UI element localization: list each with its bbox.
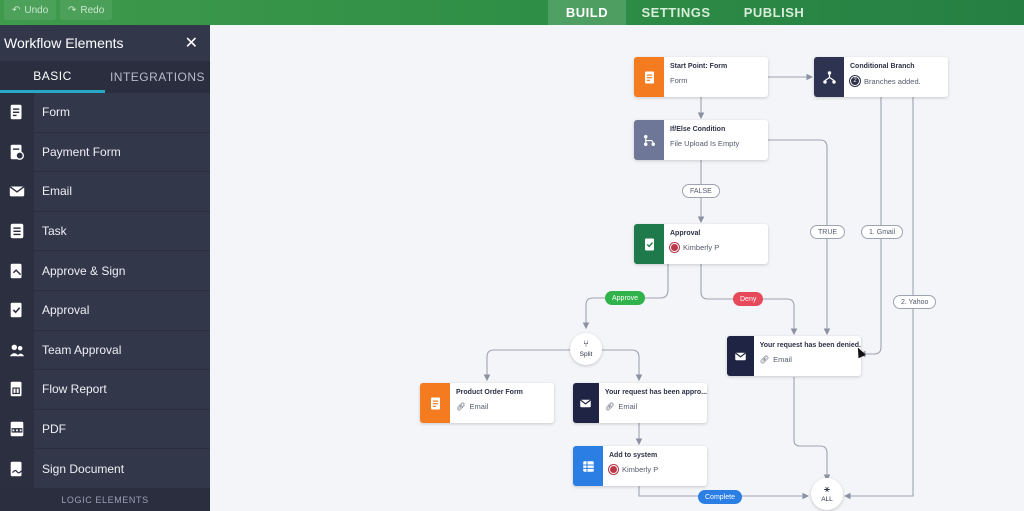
top-bar: ↶ Undo ↷ Redo BUILD SETTINGS PUBLISH xyxy=(0,0,1024,25)
redo-button[interactable]: ↷ Redo xyxy=(60,0,113,20)
workflow-elements-panel: Workflow Elements ✕ BASIC INTEGRATIONS F… xyxy=(0,25,210,511)
node-start-point-form[interactable]: Start Point: Form Form xyxy=(634,57,768,97)
node-approval[interactable]: Approval Kimberly P xyxy=(634,224,768,264)
panel-tabs: BASIC INTEGRATIONS xyxy=(0,61,210,93)
task-icon xyxy=(0,211,34,251)
flow-report-icon xyxy=(0,369,34,409)
tab-publish[interactable]: PUBLISH xyxy=(743,5,805,20)
sidebar-item-approve-sign[interactable]: Approve & Sign xyxy=(0,251,210,291)
form-icon xyxy=(0,92,34,132)
approval-icon xyxy=(0,290,34,330)
node-add-to-system[interactable]: Add to system Kimberly P xyxy=(573,446,707,486)
avatar xyxy=(670,243,679,252)
sidebar-item-approval[interactable]: Approval xyxy=(0,290,210,331)
element-list: Form Payment Form Email Task Approve & S… xyxy=(0,92,210,489)
label-complete[interactable]: Complete xyxy=(698,490,742,504)
avatar xyxy=(609,465,618,474)
email-icon xyxy=(573,383,599,423)
sidebar-item-email[interactable]: Email xyxy=(0,171,210,212)
redo-icon: ↷ xyxy=(68,4,77,16)
table-icon xyxy=(573,446,603,486)
condition-icon xyxy=(634,120,664,160)
node-all[interactable]: ⚹ ALL xyxy=(811,478,843,510)
approval-icon xyxy=(634,224,664,264)
link-icon: 🔗︎ xyxy=(604,402,615,411)
sign-document-icon xyxy=(0,449,34,489)
sidebar-item-pdf[interactable]: PDF xyxy=(0,409,210,450)
label-yahoo[interactable]: 2. Yahoo xyxy=(893,295,937,309)
form-icon xyxy=(420,383,450,423)
panel-title: Workflow Elements xyxy=(4,35,124,51)
merge-icon: ⚹ xyxy=(824,484,830,495)
tab-build[interactable]: BUILD xyxy=(548,0,626,25)
logic-elements-header: LOGIC ELEMENTS xyxy=(0,489,210,511)
label-gmail[interactable]: 1. Gmail xyxy=(861,225,904,239)
undo-button[interactable]: ↶ Undo xyxy=(4,0,57,20)
pdf-icon xyxy=(0,409,34,449)
undo-icon: ↶ xyxy=(12,4,21,16)
team-approval-icon xyxy=(0,330,34,370)
split-icon: ⑂ xyxy=(583,339,589,350)
sidebar-item-flow-report[interactable]: Flow Report xyxy=(0,369,210,410)
payment-form-icon xyxy=(0,132,34,172)
form-icon xyxy=(634,57,664,97)
email-icon xyxy=(0,171,34,211)
node-request-approved[interactable]: Your request has been appro... 🔗︎Email xyxy=(573,383,707,423)
link-icon: 🔗︎ xyxy=(456,402,466,411)
tab-basic[interactable]: BASIC xyxy=(0,61,105,93)
workflow-canvas[interactable] xyxy=(210,25,1024,511)
node-product-order-form[interactable]: Product Order Form 🔗︎Email xyxy=(420,383,554,423)
approve-sign-icon xyxy=(0,251,34,291)
branch-count-badge: 2 xyxy=(850,76,860,86)
label-approve[interactable]: Approve xyxy=(605,291,646,305)
sidebar-item-team-approval[interactable]: Team Approval xyxy=(0,330,210,371)
branch-icon xyxy=(814,57,844,97)
label-true[interactable]: TRUE xyxy=(810,225,846,239)
main-tabs: BUILD SETTINGS PUBLISH xyxy=(548,0,822,25)
label-false[interactable]: FALSE xyxy=(682,184,720,198)
label-deny[interactable]: Deny xyxy=(733,292,764,306)
tab-integrations[interactable]: INTEGRATIONS xyxy=(109,70,206,84)
sidebar-item-payment-form[interactable]: Payment Form xyxy=(0,132,210,173)
tab-settings[interactable]: SETTINGS xyxy=(641,5,711,20)
email-icon xyxy=(727,336,754,376)
node-if-else-condition[interactable]: If/Else Condition File Upload Is Empty xyxy=(634,120,768,160)
sidebar-item-task[interactable]: Task xyxy=(0,211,210,252)
node-split[interactable]: ⑂ Split xyxy=(570,333,602,365)
node-request-denied[interactable]: Your request has been denied. 🔗︎Email xyxy=(727,336,861,376)
sidebar-item-form[interactable]: Form xyxy=(0,92,210,133)
link-icon: 🔗︎ xyxy=(759,355,770,364)
sidebar-item-sign-document[interactable]: Sign Document xyxy=(0,449,210,489)
close-icon[interactable]: ✕ xyxy=(184,35,198,52)
